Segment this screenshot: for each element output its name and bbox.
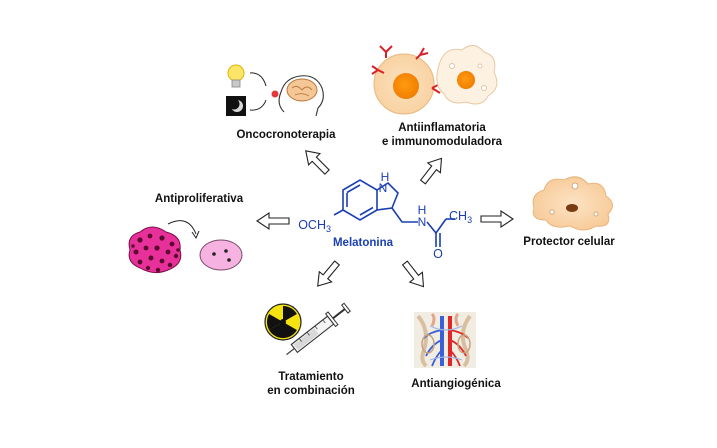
proliferation-arrow <box>167 220 197 235</box>
label-tratamiento: Tratamiento en combinación <box>256 370 366 398</box>
syringe-icon <box>286 302 351 356</box>
brain-profile-icon <box>271 75 324 117</box>
molecule-oxygen: O <box>433 247 443 261</box>
label-antiangiogenica: Antiangiogénica <box>411 378 501 390</box>
amoeba-cell-icon <box>532 176 613 231</box>
molecule-amide-n: N <box>418 215 427 229</box>
immune-cell-icon <box>371 45 441 115</box>
molecule-acetyl: CH3 <box>449 209 472 225</box>
arrow-left <box>256 211 290 231</box>
cycle-arrow-top <box>249 72 267 87</box>
label-antiinflamatoria-line1: Antiinflamatoria <box>398 122 486 134</box>
label-melatonina: Melatonina <box>332 237 394 249</box>
arrow-up-left <box>305 150 330 175</box>
label-antiinflamatoria: Antiinflamatoria e immunomoduladora <box>372 121 512 149</box>
molecule-methoxy: OCH3 <box>298 218 331 234</box>
label-tratamiento-line2: en combinación <box>267 385 355 397</box>
molecule-amide-h: H <box>418 203 427 217</box>
proliferation-arrowhead <box>191 230 200 240</box>
label-oncocronoterapia: Oncocronoterapia <box>236 129 336 141</box>
label-antiinflamatoria-line2: e immunomoduladora <box>381 136 503 148</box>
lightbulb-icon <box>227 64 245 88</box>
arrow-up-right <box>419 157 443 185</box>
melatonin-molecule <box>333 179 455 247</box>
moon-icon <box>226 96 246 116</box>
label-antiproliferativa: Antiproliferativa <box>154 193 244 205</box>
blood-vessels-icon <box>414 312 476 368</box>
normal-cell-icon <box>199 239 243 271</box>
molecule-h-top: H <box>381 170 390 184</box>
macrophage-icon <box>436 45 498 105</box>
cycle-arrow-bottom <box>249 99 267 111</box>
label-protector-celular: Protector celular <box>523 236 615 248</box>
arrow-down-right <box>401 260 425 288</box>
cancer-cell-icon <box>128 226 182 274</box>
label-tratamiento-line1: Tratamiento <box>278 371 344 383</box>
radiation-icon <box>264 303 302 341</box>
arrow-down-left <box>317 260 341 287</box>
molecule-n-top: N <box>379 181 388 195</box>
arrow-right <box>480 209 514 229</box>
